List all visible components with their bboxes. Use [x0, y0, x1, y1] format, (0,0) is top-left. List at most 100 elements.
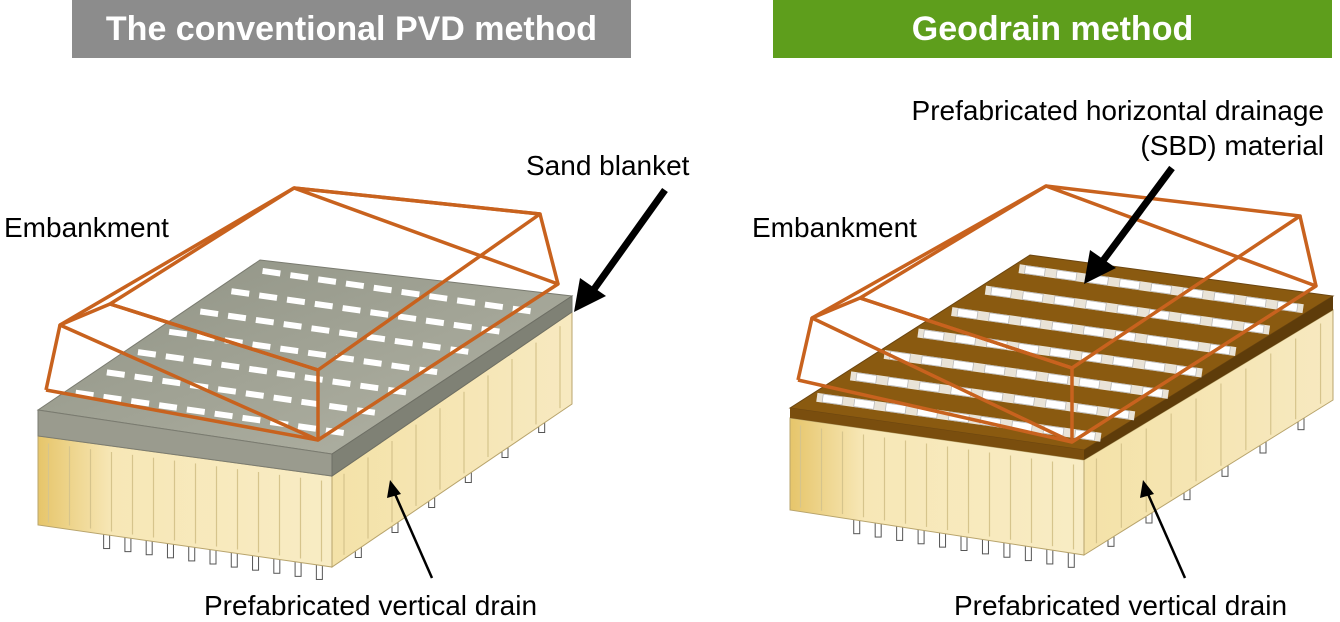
- sbd-drain-head: [1078, 377, 1101, 390]
- drain-head: [425, 317, 445, 327]
- sbd-drain-head: [981, 390, 1004, 402]
- sbd-drain-head: [956, 307, 979, 320]
- drain-head: [252, 341, 271, 350]
- drain-head: [220, 361, 240, 371]
- sbd-drain-head: [920, 355, 943, 367]
- sbd-drain-head: [1053, 295, 1076, 308]
- drain-head: [428, 293, 448, 302]
- right-soil-drain-lines: [799, 323, 1322, 550]
- sbd-drain-head: [1055, 269, 1078, 282]
- sand-blanket-arrowhead: [574, 278, 606, 312]
- drain-head: [165, 353, 185, 362]
- sbd-drain-head: [952, 359, 975, 372]
- drain-head: [345, 280, 365, 290]
- drain-head: [186, 406, 206, 415]
- drain-head: [363, 358, 382, 367]
- sbd-drain-head: [988, 312, 1010, 325]
- sand-blanket-side-edge: [331, 295, 573, 477]
- sbd-drain-head: [1024, 265, 1046, 277]
- drain-head: [279, 345, 299, 355]
- geodrain-layer-front-edge: [790, 408, 1084, 460]
- right-vertical-drain-label: Prefabricated vertical drain: [954, 590, 1288, 621]
- sbd-label-line1: Prefabricated horizontal drainage: [911, 95, 1324, 126]
- sbd-drain-head: [884, 402, 907, 415]
- sbd-drain-head: [918, 381, 941, 393]
- sbd-arrowhead: [1084, 250, 1116, 284]
- drain-head: [297, 423, 317, 432]
- drain-head: [397, 313, 417, 322]
- drain-head: [217, 386, 237, 395]
- drain-head: [283, 321, 302, 330]
- drain-head: [245, 390, 265, 399]
- sbd-drain-head: [1046, 373, 1069, 385]
- right-embankment-label: Embankment: [752, 212, 917, 243]
- sbd-label-line2: (SBD) material: [1140, 130, 1324, 161]
- sbd-drain-head: [821, 393, 844, 406]
- drain-head: [332, 378, 351, 387]
- drain-head: [300, 398, 320, 408]
- sbd-drain-head: [1150, 282, 1173, 295]
- drain-head: [369, 309, 389, 318]
- sbd-drain-head: [1051, 321, 1074, 333]
- drain-head: [258, 292, 278, 301]
- left-embankment-outline: [44, 186, 560, 442]
- drain-head: [130, 398, 150, 407]
- sbd-drain-head: [990, 286, 1013, 299]
- right-embankment-outline: [796, 184, 1318, 444]
- left-vertical-drain-label: Prefabricated vertical drain: [204, 590, 538, 621]
- drain-head: [456, 297, 476, 306]
- drain-head: [161, 377, 181, 387]
- sbd-drain-head: [1019, 316, 1042, 329]
- drain-head: [276, 370, 296, 379]
- right-diagram: [788, 165, 1335, 579]
- left-vertical-drain-pointer-head: [387, 480, 401, 498]
- right-vertical-drain-pointer: [1146, 493, 1187, 579]
- sbd-drain-head: [1112, 356, 1135, 368]
- drain-head: [289, 272, 309, 281]
- drain-head: [314, 300, 334, 310]
- drain-head: [214, 410, 233, 420]
- drain-head: [134, 373, 153, 383]
- sbd-drain-head: [1179, 313, 1202, 325]
- drain-head: [484, 301, 504, 311]
- sbd-drain-head: [1013, 394, 1036, 407]
- drain-head: [286, 296, 306, 306]
- drain-head: [262, 267, 281, 277]
- drain-head: [106, 369, 126, 378]
- drain-head: [422, 342, 441, 351]
- left-diagram: [36, 186, 668, 580]
- drain-head: [453, 321, 473, 331]
- drain-head: [366, 333, 386, 343]
- sbd-drain-head: [954, 333, 977, 346]
- drain-head: [248, 365, 268, 375]
- sbd-drain-head: [1211, 317, 1234, 330]
- geodrain-title: Geodrain method: [773, 0, 1332, 58]
- drain-head: [193, 357, 212, 366]
- drain-head: [311, 325, 330, 334]
- sbd-drain-head: [1143, 360, 1166, 373]
- drain-head: [168, 328, 188, 338]
- drain-head: [255, 316, 275, 326]
- left-embankment-label: Embankment: [4, 212, 169, 243]
- drain-head: [401, 288, 420, 298]
- sbd-drain-head: [1110, 381, 1132, 394]
- sbd-drain-head: [855, 372, 878, 384]
- sbd-drain-head: [886, 376, 909, 389]
- right-vertical-drain-pointer-head: [1140, 480, 1154, 498]
- drain-head: [227, 312, 247, 322]
- sbd-drain-head: [1044, 398, 1067, 411]
- drain-head: [317, 276, 337, 285]
- sbd-drain-head: [853, 398, 876, 410]
- sbd-drain-head: [1116, 304, 1139, 316]
- drain-head: [342, 305, 361, 314]
- sbd-arrow: [1099, 165, 1175, 265]
- sbd-drain-head: [1145, 334, 1168, 347]
- drain-head: [373, 284, 392, 294]
- geodrain-layer-side-edge: [1084, 296, 1333, 460]
- sbd-drain-head: [1021, 291, 1044, 303]
- conventional-pvd-title: The conventional PVD method: [72, 0, 631, 58]
- drain-head: [273, 394, 292, 404]
- sbd-drain-head: [1076, 403, 1099, 415]
- sbd-drain-head: [1082, 325, 1105, 338]
- sbd-drain-head: [1015, 368, 1038, 381]
